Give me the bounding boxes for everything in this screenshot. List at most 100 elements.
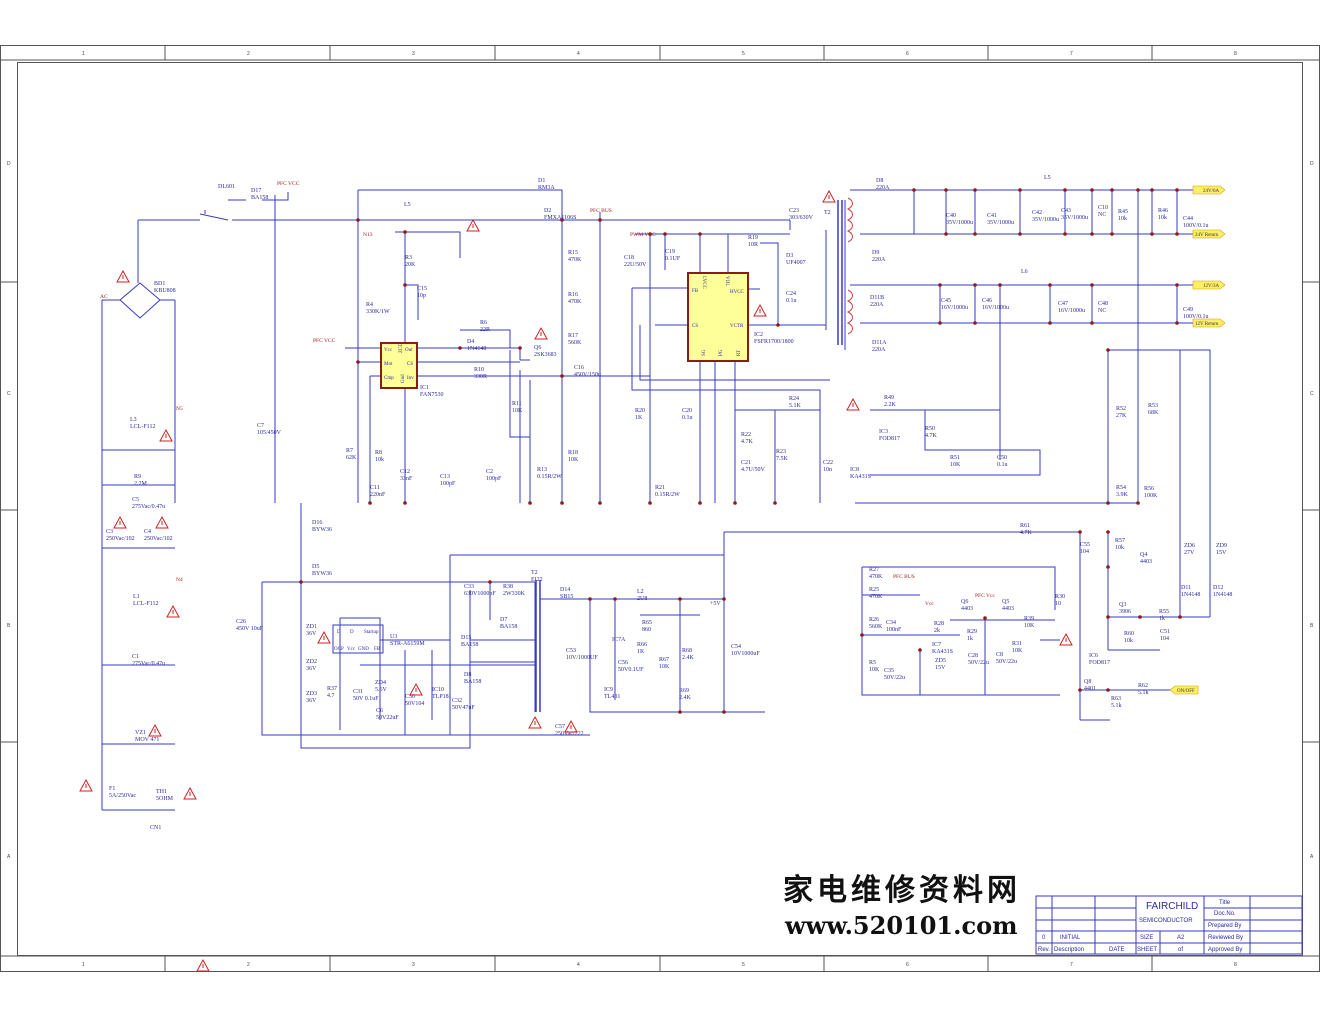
junction-dot	[598, 218, 602, 222]
component-value: 33nF	[400, 476, 413, 482]
component-value: 10K	[568, 457, 579, 463]
component-ref: L5	[1044, 175, 1051, 181]
component-ref: D11	[1181, 585, 1191, 591]
junction-dot	[299, 580, 303, 584]
component-ref: R8	[375, 450, 382, 456]
junction-dot	[973, 232, 977, 236]
component-ref: C51	[1160, 629, 1170, 635]
pin-label: Vcc	[384, 348, 393, 353]
component-ref: U3	[390, 634, 397, 640]
junction-dot	[403, 501, 407, 505]
warning-icon	[466, 218, 480, 232]
component-ref: R9	[134, 474, 141, 480]
component-ref: C33	[464, 584, 474, 590]
component-value: 0.15R/2W	[537, 474, 562, 480]
net-label: PFC BUS	[590, 208, 612, 214]
pin-label: Vcc	[347, 647, 356, 652]
component-ref: R27	[869, 567, 879, 573]
connector-24v-return[interactable]: 24V Return	[1192, 229, 1226, 239]
ic2-pins: FB CS LVCC VDL HVCC VCTR SG PG RT	[692, 276, 745, 356]
component-ref: IC10	[432, 687, 444, 693]
component-ref: C26	[236, 619, 246, 625]
connector-24v[interactable]: 24V/6A	[1192, 185, 1226, 195]
component-ref: T2	[824, 210, 831, 216]
component-value: 50V47uF	[452, 705, 475, 711]
component-value: 2.2M	[134, 481, 148, 487]
grid-column-label: 8	[1234, 962, 1237, 968]
component-value: EI22	[531, 577, 543, 583]
component-value: STR-A6159M	[390, 641, 425, 647]
junction-dot	[1078, 530, 1082, 534]
component-value: KA431S	[932, 649, 953, 655]
pin-label: Inv	[407, 376, 414, 381]
connector-12v-return[interactable]: 12V Return	[1192, 318, 1226, 328]
grid-column-label: 4	[577, 51, 580, 57]
component-ref: C32	[452, 698, 462, 704]
component-value: 50V/22u	[884, 675, 905, 681]
component-value: 68K	[1148, 410, 1159, 416]
component-ref: C31	[353, 689, 363, 695]
junction-dot	[722, 710, 726, 714]
warning-icon	[753, 303, 767, 317]
component-value: 5.1k	[1138, 690, 1149, 696]
pin-label: CS	[692, 324, 698, 329]
pin-label: LVCC	[701, 276, 706, 290]
component-value: 10k	[1124, 638, 1133, 644]
component-value: MOV 471	[135, 737, 159, 743]
component-value: 10k	[375, 457, 384, 463]
connector-label: 12V Return	[1195, 322, 1219, 327]
component-ref: IC3	[879, 429, 888, 435]
component-ref: R24	[789, 396, 799, 402]
component-value: 10	[1055, 601, 1061, 607]
component-ref: D4	[467, 339, 474, 345]
junction-dot	[678, 597, 682, 601]
component-value: 5.1K	[789, 403, 802, 409]
junction-dot	[403, 230, 407, 234]
junction-dot	[1090, 321, 1094, 325]
transformer-core	[535, 200, 843, 712]
component-ref: R51	[950, 455, 960, 461]
component-ref: R3	[405, 255, 412, 261]
junction-dot	[403, 283, 407, 287]
junction-dot	[1048, 321, 1052, 325]
component-ref: C15	[417, 286, 427, 292]
component-ref: D8	[464, 672, 471, 678]
junction-dot	[938, 283, 942, 287]
junction-dot	[776, 323, 780, 327]
component-ref: Q4	[1140, 552, 1147, 558]
component-ref: R16	[568, 292, 578, 298]
junction-dot	[1178, 615, 1182, 619]
component-value: 10k	[1118, 216, 1127, 222]
component-ref: L3	[130, 417, 137, 423]
component-value: 450V 10uF	[236, 626, 264, 632]
component-ref: C42	[1032, 210, 1042, 216]
component-value: 0.1u	[997, 462, 1008, 468]
component-value: 1N4148	[1213, 592, 1232, 598]
component-ref: ZD5	[935, 658, 946, 664]
pin-label: D	[337, 630, 341, 635]
u3-str-a6159m	[332, 624, 384, 654]
component-value: 35V/1000u	[946, 220, 973, 226]
connector-on-off[interactable]: ON/OFF	[1169, 685, 1199, 695]
junction-dot	[1106, 565, 1110, 569]
component-value: 4.7	[327, 693, 335, 699]
component-ref: C3	[106, 529, 113, 535]
component-ref: C16	[574, 365, 584, 371]
junction-dot	[1018, 232, 1022, 236]
component-value: 4403	[1002, 606, 1014, 612]
drawing-frame	[0, 45, 1320, 972]
component-ref: R69	[679, 688, 689, 694]
component-ref: C54	[731, 644, 741, 650]
component-value: 330K/1W	[366, 309, 390, 315]
component-value: FAN7530	[420, 392, 444, 398]
connector-12v[interactable]: 12V/3A	[1192, 280, 1226, 290]
grid-row-label: A	[1310, 854, 1314, 860]
component-ref: C46	[982, 298, 992, 304]
junction-dot	[1175, 188, 1179, 192]
junction-dot	[1136, 501, 1140, 505]
component-value: 0.15R/2W	[655, 492, 680, 498]
component-value: 50V22uF	[376, 715, 399, 721]
component-ref: C19	[665, 249, 675, 255]
component-ref: R15	[568, 250, 578, 256]
component-value: 4403	[961, 606, 973, 612]
